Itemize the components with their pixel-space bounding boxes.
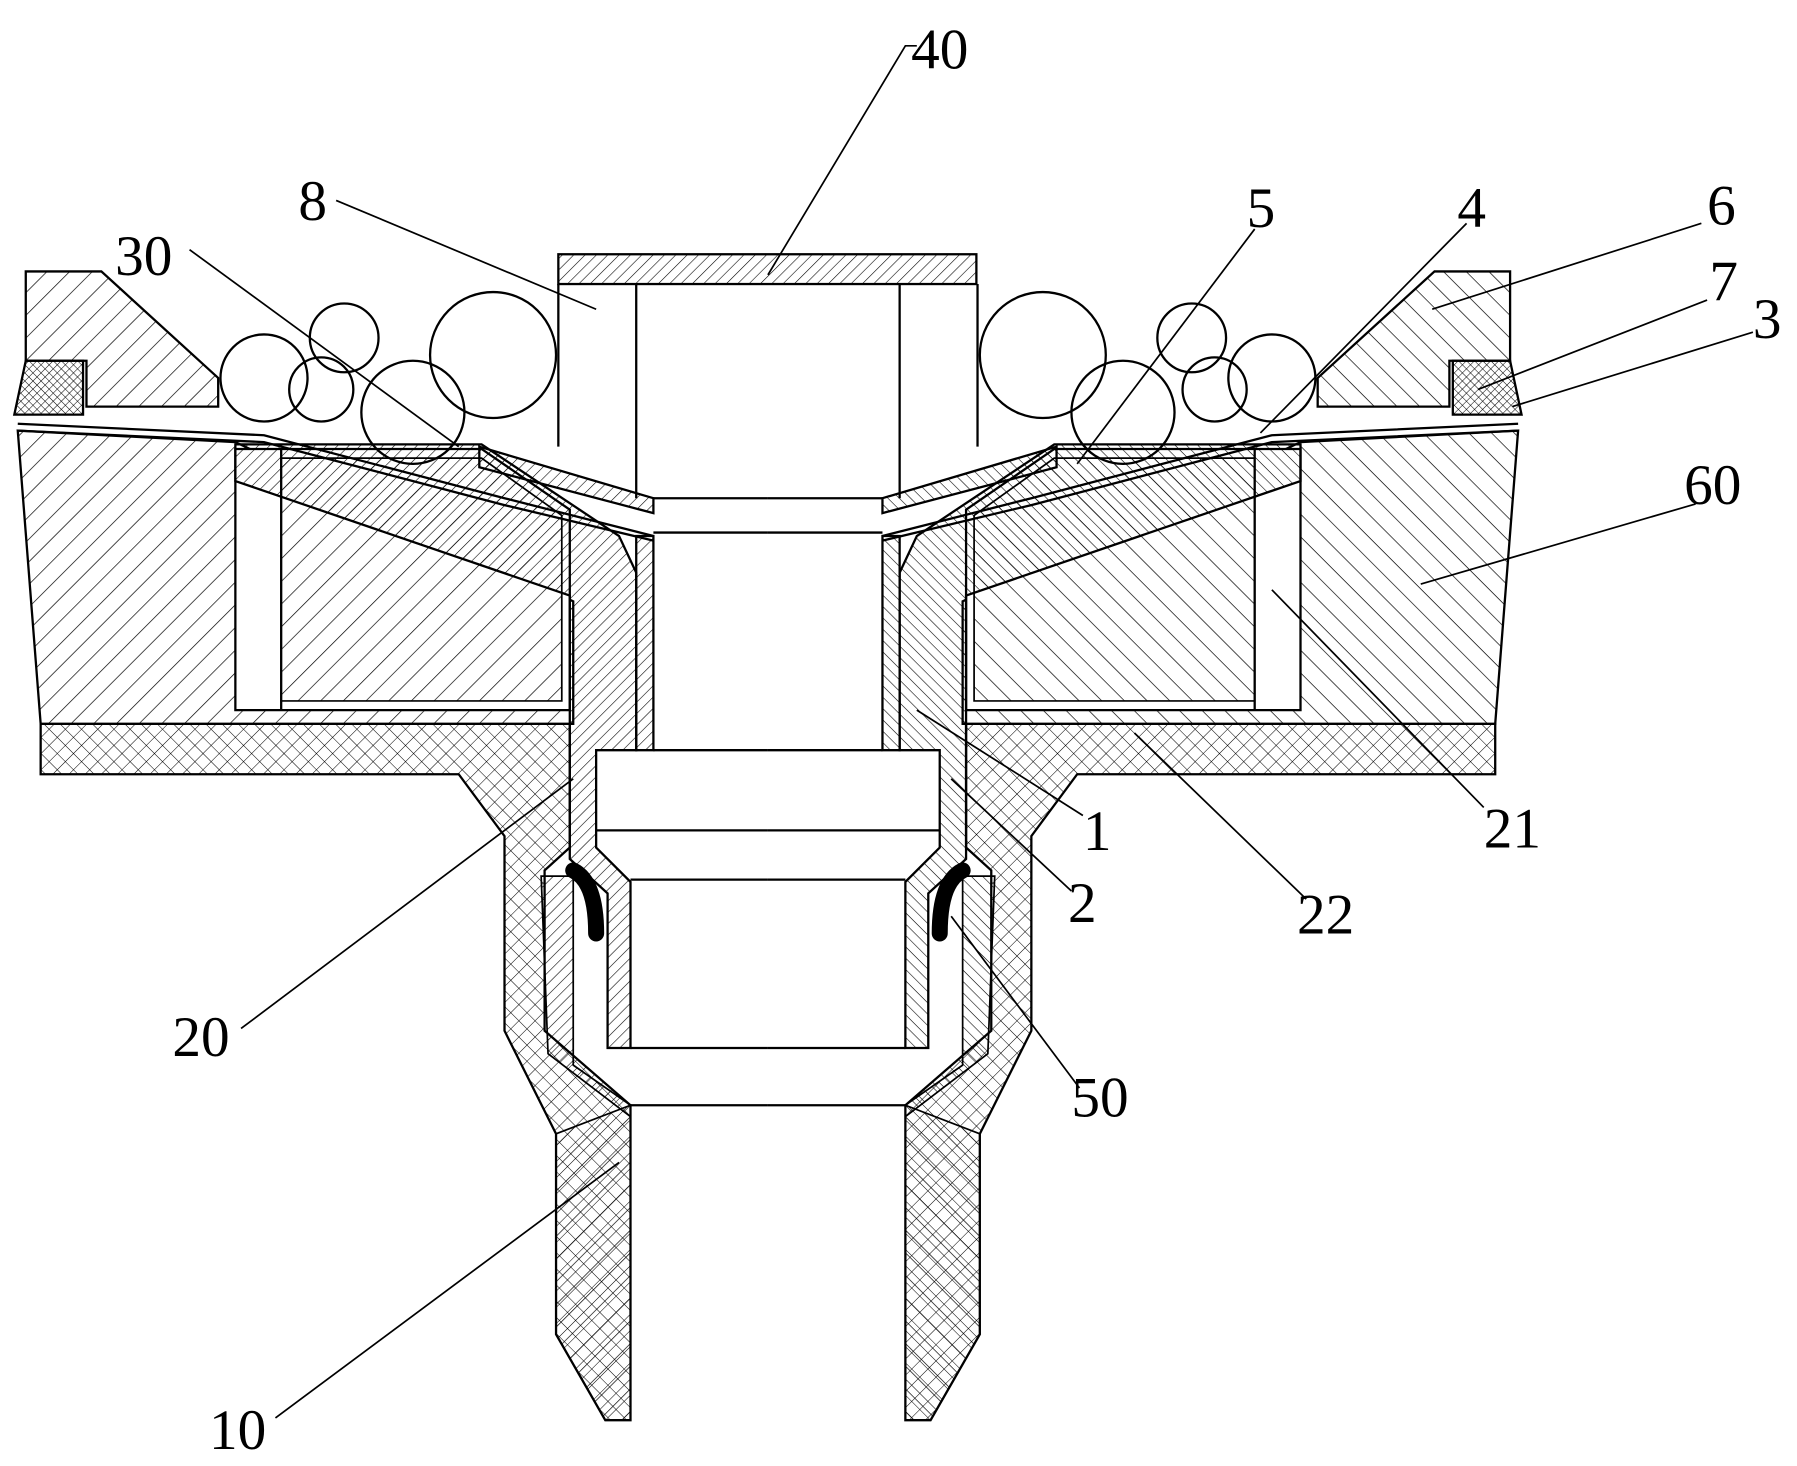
label-50: 50 — [1071, 1067, 1128, 1130]
right-half-section — [768, 271, 1522, 1420]
label-8: 8 — [298, 170, 327, 233]
label-21: 21 — [1484, 798, 1541, 861]
label-40: 40 — [911, 19, 968, 82]
label-2: 2 — [1068, 872, 1097, 935]
pipe-cap-plate — [558, 254, 976, 284]
label-30: 30 — [115, 225, 172, 288]
label-7: 7 — [1709, 250, 1738, 313]
label-20: 20 — [172, 1006, 229, 1069]
label-5: 5 — [1247, 177, 1276, 240]
label-6: 6 — [1707, 174, 1736, 237]
left-half-section — [14, 271, 768, 1420]
label-3: 3 — [1753, 288, 1782, 351]
label-10: 10 — [209, 1399, 266, 1462]
label-22: 22 — [1297, 883, 1354, 946]
label-1: 1 — [1083, 800, 1112, 863]
label-60: 60 — [1684, 454, 1741, 517]
label-4: 4 — [1457, 177, 1486, 240]
